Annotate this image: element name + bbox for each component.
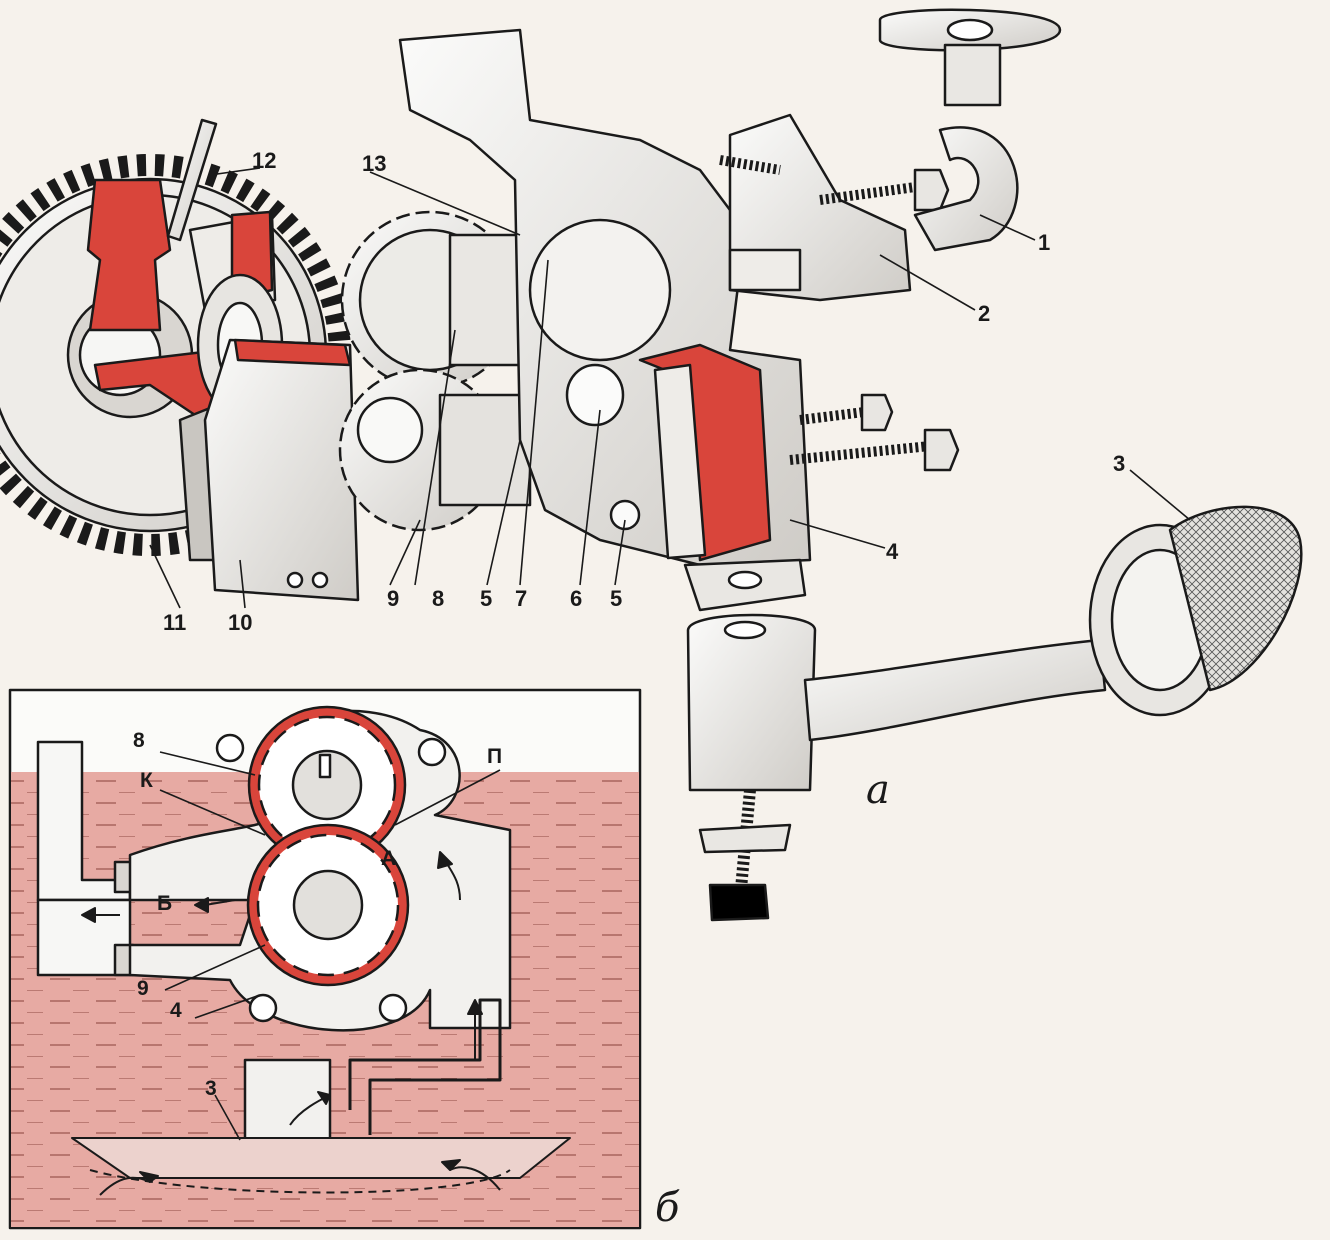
pump-cover [203,338,360,602]
callout-b-b: Б [157,892,173,915]
leader-lines-b [159,751,501,1141]
callout-b-a: А [381,847,397,870]
callout-1: 1 [1038,230,1051,255]
pump-housing [398,28,912,567]
callout-8: 8 [432,586,445,611]
callout-4: 4 [886,539,899,564]
callout-b-4: 4 [170,999,182,1022]
callout-b-k: К [140,769,153,792]
figure-b [8,688,642,1230]
callout-b-p: П [487,745,503,768]
leader-lines [149,167,1191,609]
callout-b-3: 3 [205,1077,217,1100]
figure-a [0,8,1303,922]
gear-9 [246,823,410,987]
callout-3: 3 [1113,451,1126,476]
callout-7: 7 [515,586,528,611]
callout-5-left: 5 [480,586,493,611]
callout-6: 6 [570,586,583,611]
pump-gears [338,210,562,532]
callout-12: 12 [252,148,277,173]
panel-letter-a: а [866,767,890,813]
callout-5-right: 5 [610,586,623,611]
gear-8 [247,705,407,865]
callout-10: 10 [228,610,253,635]
callout-b-8: 8 [133,729,145,752]
oil-pickup [683,505,1303,922]
callout-b-9: 9 [137,977,149,1000]
callout-11: 11 [163,610,187,635]
callout-9: 9 [387,586,400,611]
panel-letter-b: б [655,1185,680,1231]
outlet-pipe [878,8,1062,252]
callout-13: 13 [362,151,387,176]
callout-2: 2 [978,301,991,326]
bolts [719,155,960,472]
flow-arrows [81,851,501,1196]
